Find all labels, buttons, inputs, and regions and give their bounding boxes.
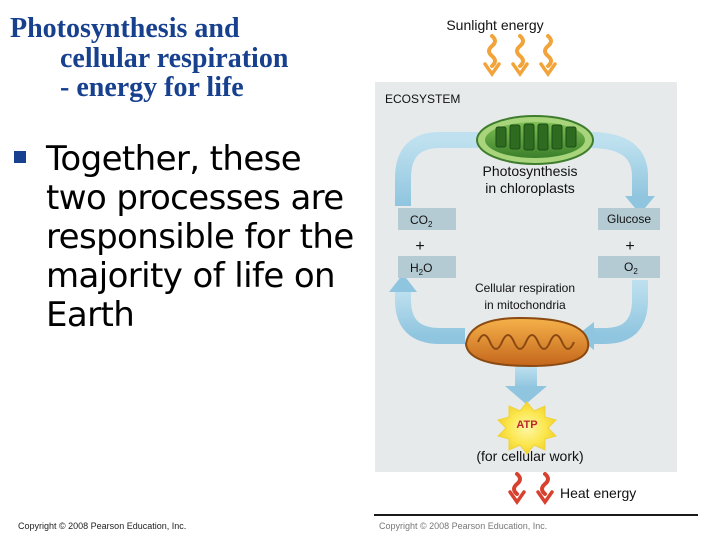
- plus-right: +: [625, 238, 634, 255]
- atp-arrow-shaft: [515, 366, 537, 388]
- copyright-right: Copyright © 2008 Pearson Education, Inc.: [379, 521, 548, 531]
- heat-label: Heat energy: [560, 485, 636, 501]
- glucose-label: Glucose: [607, 212, 651, 226]
- respiration-label-line1: Cellular respiration: [475, 281, 575, 295]
- h2o-box: [398, 256, 456, 278]
- title-line-2: cellular respiration: [60, 42, 289, 74]
- o2-box: [598, 256, 660, 278]
- right-top-arrowhead: [625, 196, 655, 214]
- right-bottom-arrow: [592, 280, 648, 344]
- title-line-1: Photosynthesis and: [10, 13, 240, 44]
- sunlight-label: Sunlight energy: [446, 17, 543, 33]
- bullet-text: Together, these two processes are respon…: [46, 139, 354, 335]
- mitochondrion-icon: [464, 316, 590, 368]
- photosynthesis-label-line2: in chloroplasts: [485, 180, 575, 196]
- atp-arrowhead: [505, 386, 547, 404]
- plus-left: +: [415, 238, 424, 255]
- co2-label: CO2: [410, 213, 433, 229]
- title-line-3: - energy for life: [60, 72, 244, 104]
- respiration-label-line2: in mitochondria: [484, 298, 566, 312]
- o2-label: O2: [624, 260, 638, 276]
- copyright-left: Copyright © 2008 Pearson Education, Inc.: [18, 521, 187, 531]
- left-top-arrow: [395, 132, 478, 206]
- slide-title: Photosynthesis and cellular respiration …: [10, 14, 350, 103]
- heat-wavy-arrows-icon: [508, 472, 554, 506]
- atp-caption: (for cellular work): [476, 448, 583, 464]
- left-bottom-arrowhead: [389, 274, 417, 292]
- atp-label: ATP: [516, 419, 537, 431]
- right-top-arrow: [589, 132, 648, 198]
- glucose-box: [598, 208, 660, 230]
- cycle-arrows: [389, 132, 655, 404]
- sunlight-wavy-arrows-icon: [483, 34, 557, 78]
- h2o-label: H2O: [410, 261, 432, 277]
- photosynthesis-label-line1: Photosynthesis: [483, 163, 578, 179]
- bullet-square-icon: [14, 151, 26, 163]
- chloroplast-icon: [476, 115, 594, 165]
- ecosystem-label: ECOSYSTEM: [385, 92, 460, 106]
- atp-burst: [497, 401, 557, 455]
- co2-box: [398, 208, 456, 230]
- footer-divider: [374, 514, 698, 516]
- left-bottom-arrow: [395, 290, 465, 344]
